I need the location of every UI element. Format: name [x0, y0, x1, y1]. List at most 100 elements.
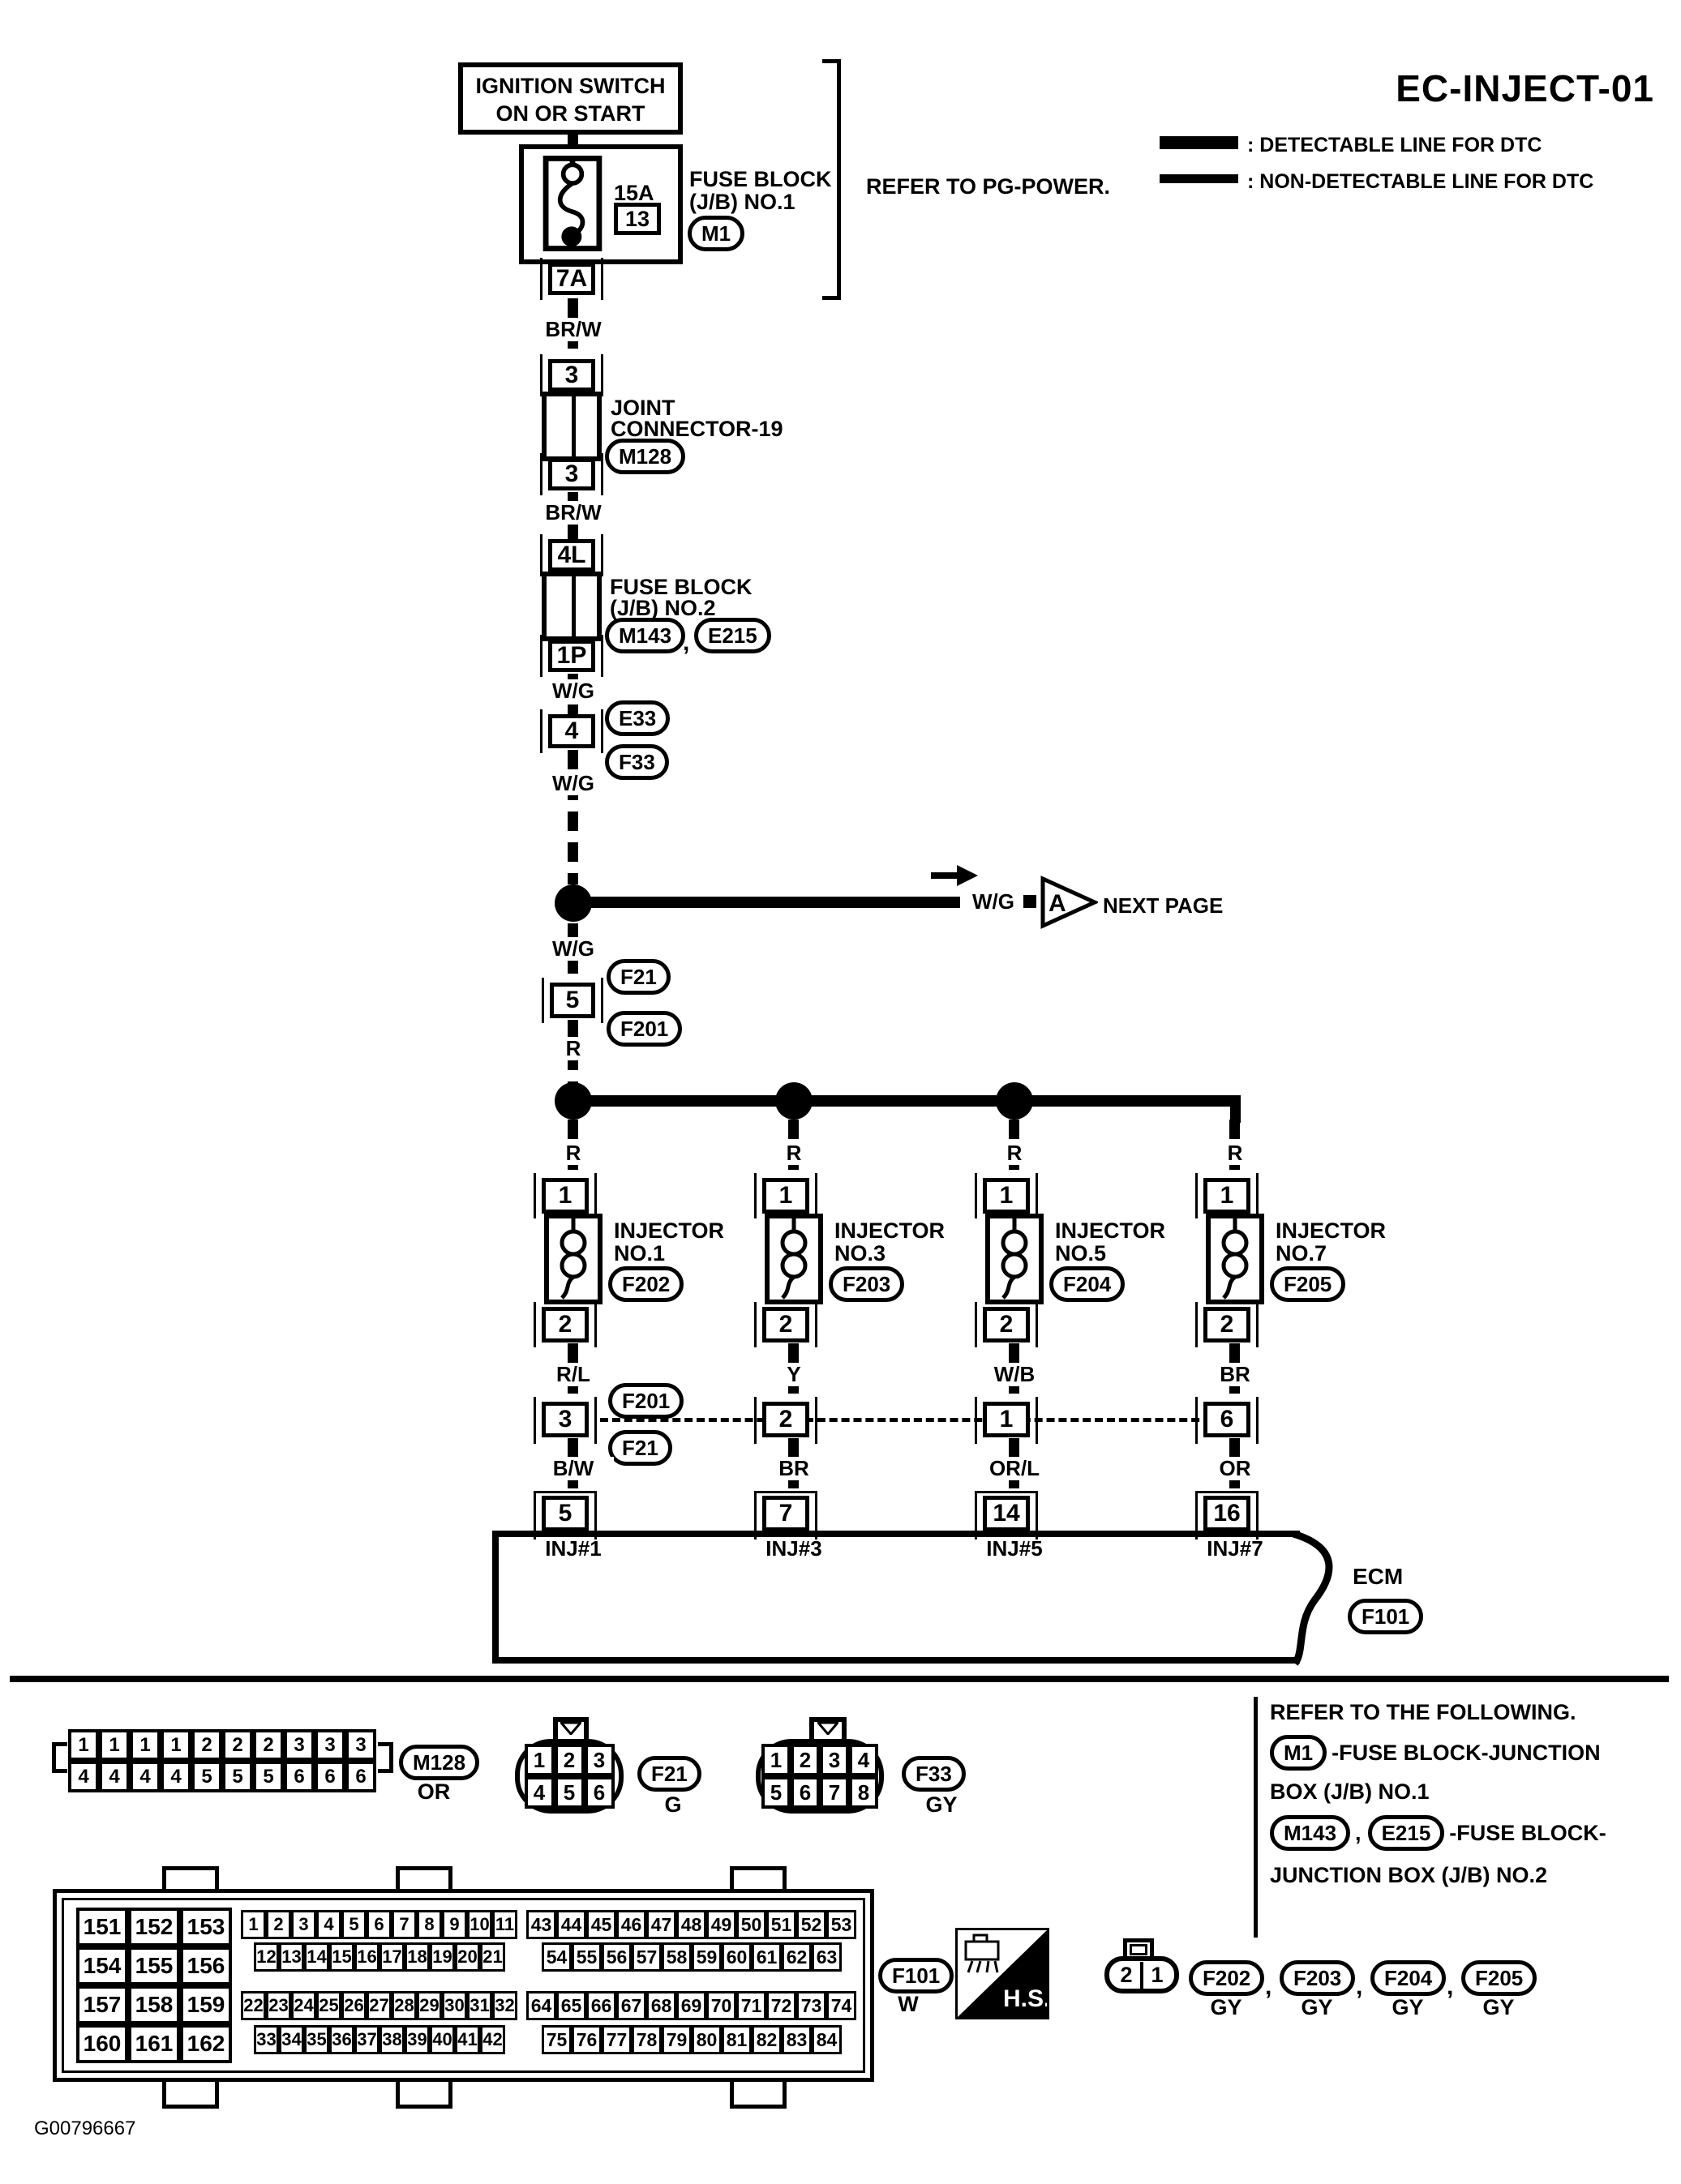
next-page-letter: A	[1048, 890, 1066, 917]
bus-corner-drop	[1230, 1095, 1241, 1123]
f33-pin: 5	[761, 1776, 791, 1809]
connector-oval-f202: F202	[608, 1266, 684, 1302]
ecm-conn-pin: 84	[812, 2025, 842, 2054]
connector-oval-f101: F101	[1348, 1599, 1424, 1634]
ecm-conn-pin: 62	[782, 1942, 812, 1972]
wire-label: R	[542, 1141, 605, 1165]
ecm-conn-pin: 30	[442, 1991, 467, 2020]
injector-name1: INJECTOR	[1055, 1218, 1166, 1243]
ecm-conn-pin: 68	[646, 1991, 676, 2020]
m128-tab-left	[52, 1742, 67, 1773]
wire-label-r-main: R	[542, 1037, 605, 1060]
ecm-pin-label: INJ#5	[986, 1536, 1043, 1561]
connector-oval-f21: F21	[608, 1430, 672, 1466]
legend-non-detectable: : NON-DETECTABLE LINE FOR DTC	[1247, 170, 1594, 193]
wire-label-brw-1: BR/W	[538, 318, 608, 341]
ecm-conn-pin: 2	[266, 1910, 291, 1939]
ecm-pin-bracket	[534, 1491, 597, 1540]
footer-oval-m128: M128	[399, 1745, 480, 1780]
ecm-conn-pin: 17	[380, 1942, 405, 1972]
ecm-pin: 5	[542, 1496, 589, 1531]
ecm-pin-bracket	[1195, 1491, 1259, 1540]
pin-7a-bracket	[540, 258, 603, 300]
ecm-conn-pin: 20	[455, 1942, 480, 1972]
ecm-conn-pin: 45	[586, 1910, 616, 1939]
ecm-conn-pin: 42	[480, 2025, 505, 2054]
pin-bracket	[754, 1302, 817, 1347]
ecm-pin-bracket	[754, 1491, 817, 1540]
ecm-conn-tab-bottom-1	[162, 2079, 219, 2109]
small21-pin: 2	[1113, 1961, 1143, 1989]
ignition-line2: ON OR START	[495, 101, 645, 126]
injector-coil-icon	[1221, 1218, 1249, 1300]
mid-connector-dashed-link	[600, 1418, 1211, 1422]
ecm-conn-pin: 34	[279, 2025, 304, 2054]
ecm-conn-pin: 15	[329, 1942, 354, 1972]
small21-pin: 1	[1151, 1962, 1164, 1987]
f33-pin: 7	[820, 1776, 849, 1809]
connector-oval-e33: E33	[605, 700, 671, 736]
ecm-conn-pin: 33	[254, 2025, 279, 2054]
flow-arrow-icon	[931, 864, 980, 887]
ecm-conn-pin: 64	[526, 1991, 556, 2020]
injector-name2: NO.3	[834, 1241, 886, 1265]
ecm-conn-pin: 82	[752, 2025, 782, 2054]
page-title: EC-INJECT-01	[1396, 67, 1654, 109]
f21-pin: 3	[584, 1744, 615, 1776]
ecm-pin-label: INJ#3	[765, 1536, 822, 1561]
wire-label-wg-3: W/G	[538, 937, 608, 961]
fuse-block1-name1: FUSE BLOCK	[689, 167, 832, 191]
wire-wg-2	[568, 750, 578, 884]
ecm-pin: 16	[1203, 1496, 1250, 1531]
pin-5: 5	[550, 983, 595, 1018]
wire-label-wg-1: W/G	[538, 679, 608, 703]
ecm-conn-pin: 50	[736, 1910, 766, 1939]
ecm-conn-pin: 58	[662, 1942, 692, 1972]
m128-pin: 4	[130, 1761, 161, 1792]
ecm-conn-pin: 11	[492, 1910, 517, 1939]
refer-line1: REFER TO THE FOLLOWING.	[1270, 1700, 1576, 1724]
ecm-conn-pin: 19	[430, 1942, 455, 1972]
injector-pin-top: 1	[542, 1178, 589, 1214]
wire-label-wg-2: W/G	[538, 772, 608, 795]
next-page-text: NEXT PAGE	[1103, 893, 1224, 918]
ecm-conn-pin: 155	[128, 1946, 180, 1985]
ecm-conn-pin: 158	[128, 1985, 180, 2024]
pin-1p-bracket	[540, 635, 603, 677]
ecm-conn-pin: 39	[405, 2025, 430, 2054]
mid-pin: 3	[542, 1402, 589, 1437]
ecm-conn-pin: 51	[766, 1910, 796, 1939]
injector-name1: INJECTOR	[614, 1218, 725, 1243]
ecm-conn-pin: 77	[602, 2025, 632, 2054]
ignition-switch-box: IGNITION SWITCH ON OR START	[458, 62, 683, 135]
m128-pin: 2	[222, 1729, 253, 1761]
injector-name2: NO.7	[1276, 1241, 1327, 1265]
footer-oval-f203: F203	[1280, 1960, 1356, 1996]
footer-oval-f204: F204	[1370, 1960, 1447, 1996]
connector-oval-f21-mid: F21	[607, 959, 671, 995]
connector-oval-f201-mid: F201	[607, 1011, 683, 1047]
ecm-conn-pin: 47	[646, 1910, 676, 1939]
pin-4l-bracket	[540, 534, 603, 576]
f33-pin: 3	[820, 1744, 849, 1776]
connector-oval-f201: F201	[608, 1383, 684, 1419]
injector-name2: NO.1	[614, 1241, 666, 1265]
injector-bus-line	[573, 1095, 1241, 1107]
fuse-block1-name2: (J/B) NO.1	[689, 190, 795, 214]
footer-oval-f205: F205	[1461, 1960, 1537, 1996]
refer-following-block: REFER TO THE FOLLOWING. M1 -FUSE BLOCK-J…	[1270, 1699, 1675, 1888]
figure-id: G00796667	[34, 2118, 136, 2139]
ecm-conn-pin: 156	[180, 1946, 232, 1985]
ecm-conn-pin: 79	[662, 2025, 692, 2054]
junction-dot-bus-1	[555, 1082, 592, 1120]
section-separator	[10, 1676, 1669, 1682]
pin-1p: 1P	[548, 640, 595, 672]
ecm-conn-pin: 1	[241, 1910, 266, 1939]
injector-coil-icon	[560, 1218, 587, 1300]
